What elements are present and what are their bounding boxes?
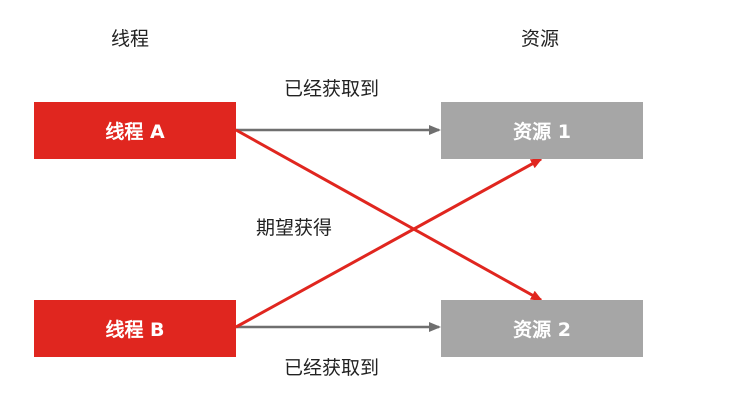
acquired-label-bottom: 已经获取到 (284, 357, 380, 379)
arrow-thread-b-wants-resource-1 (235, 157, 543, 329)
thread-a-label: 线程 A (105, 121, 165, 143)
want-to-acquire-label: 期望获得 (256, 217, 333, 239)
thread-b-label: 线程 B (105, 319, 165, 341)
resource-2-box: 资源 2 (441, 300, 643, 357)
arrow-thread-a-wants-resource-2 (235, 128, 543, 302)
resources-column-header: 资源 (521, 28, 560, 50)
resource-1-box: 资源 1 (441, 102, 643, 159)
resource-1-label: 资源 1 (513, 121, 571, 143)
acquired-label-top: 已经获取到 (284, 78, 380, 100)
resource-2-label: 资源 2 (513, 319, 571, 341)
thread-a-box: 线程 A (34, 102, 236, 159)
thread-b-box: 线程 B (34, 300, 236, 357)
threads-column-header: 线程 (111, 28, 150, 50)
